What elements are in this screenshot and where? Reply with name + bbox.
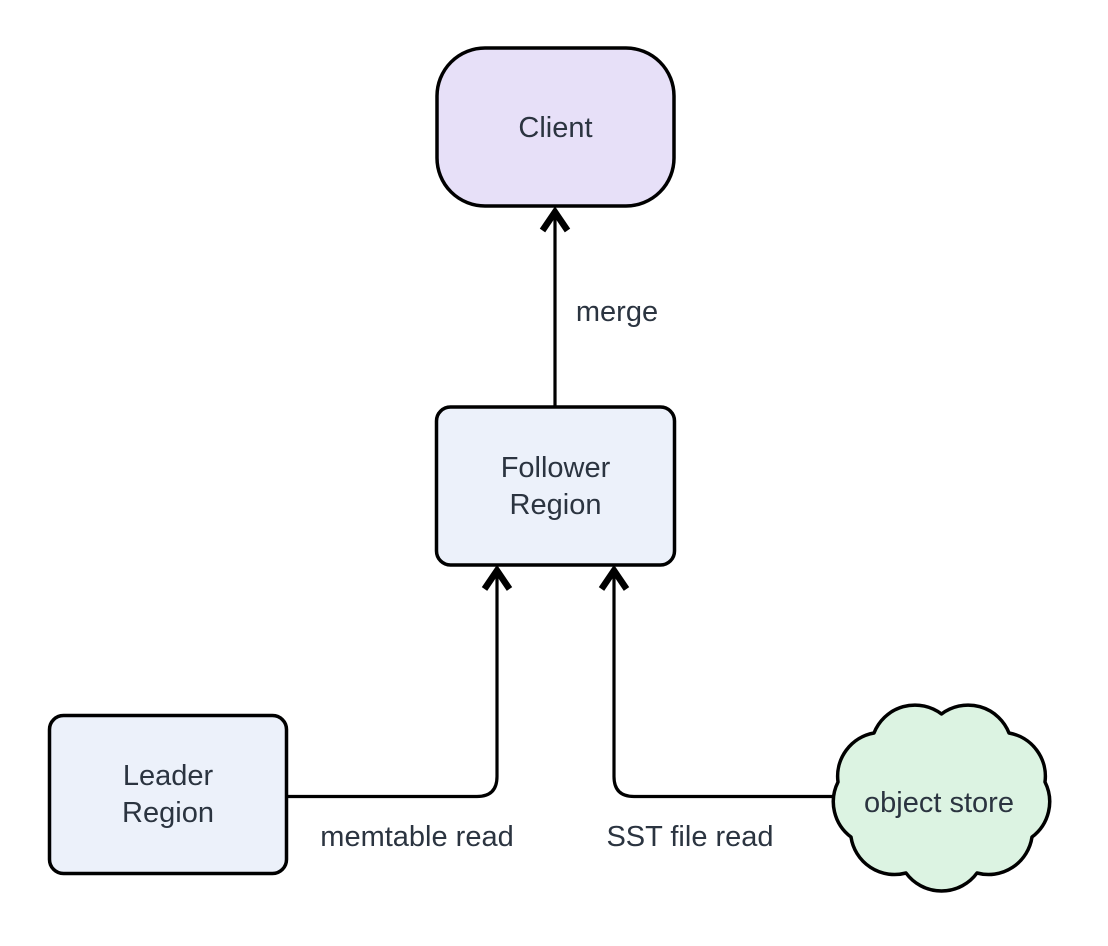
- node-leader-region-label-line1: Leader: [123, 760, 214, 792]
- node-follower-region: Follower Region: [434, 405, 677, 567]
- edge-label-sst-file-read: SST file read: [606, 821, 773, 853]
- edge-memtable-read-arrowhead-icon: [481, 564, 513, 591]
- edge-sst-file-read-arrowhead-icon: [598, 564, 630, 591]
- node-leader-region-label-line2: Region: [122, 797, 214, 829]
- edge-label-merge: merge: [576, 296, 658, 328]
- node-client-label: Client: [518, 112, 592, 144]
- edge-merge: merge: [539, 206, 658, 410]
- edge-sst-file-read: SST file read: [598, 564, 848, 853]
- node-client-shape: [435, 46, 676, 208]
- node-client: Client: [435, 46, 676, 208]
- node-follower-region-shape: [434, 405, 677, 567]
- node-leader-region: Leader Region: [47, 713, 289, 876]
- node-object-store: object store: [831, 703, 1052, 893]
- node-follower-region-label-line1: Follower: [501, 452, 611, 484]
- node-follower-region-label-line2: Region: [510, 489, 602, 521]
- node-leader-region-shape: [47, 713, 289, 876]
- edge-label-memtable-read: memtable read: [320, 821, 513, 853]
- edge-merge-arrowhead-icon: [539, 206, 571, 233]
- node-object-store-label: object store: [864, 787, 1014, 819]
- edge-sst-file-read-line: [612, 575, 848, 799]
- edge-memtable-read: memtable read: [282, 564, 514, 853]
- node-object-store-cloud-shape: [831, 703, 1052, 893]
- edge-memtable-read-line: [282, 575, 499, 799]
